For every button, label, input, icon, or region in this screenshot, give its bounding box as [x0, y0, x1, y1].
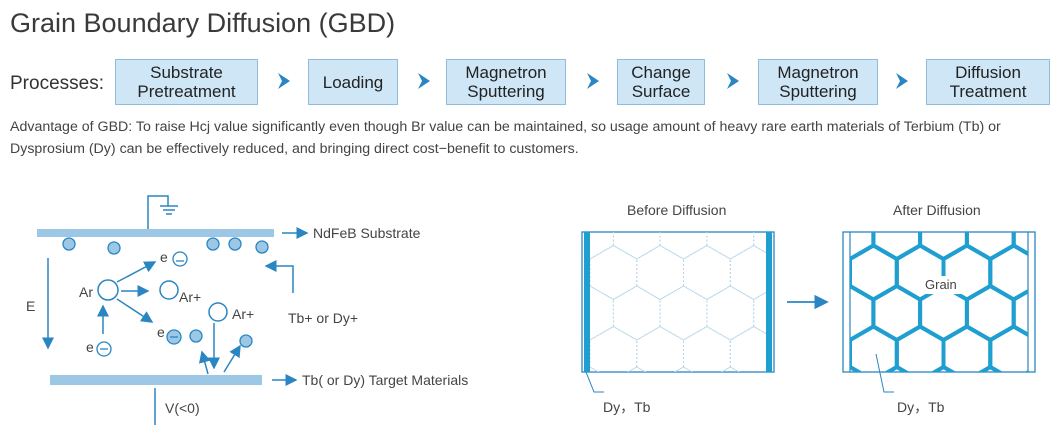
- svg-text:e: e: [157, 324, 165, 340]
- target-plate: [50, 375, 262, 385]
- processes-label: Processes:: [10, 73, 104, 94]
- grain-cell: [636, 244, 684, 301]
- step-loading: Loading: [308, 59, 398, 105]
- step-magnetron-sputtering-2: Magnetron Sputtering: [758, 59, 878, 105]
- grain-cell: [1037, 165, 1059, 219]
- chevron-right-icon: [418, 73, 430, 89]
- grain-cell: [520, 205, 567, 259]
- grain-cell: [780, 367, 827, 421]
- grain-cell: [590, 244, 638, 301]
- step-substrate-pretreatment: Substrate Pretreatment: [115, 59, 258, 105]
- grain-cell: [543, 165, 590, 219]
- svg-text:e: e: [86, 339, 94, 355]
- after-diffusion-panel: After Diffusion Grain Dy，Tb: [780, 165, 1059, 421]
- svg-text:Ar+: Ar+: [179, 289, 201, 305]
- grain-cell: [780, 286, 827, 340]
- grain-cell: [1037, 246, 1059, 300]
- svg-text:Ar+: Ar+: [232, 306, 254, 322]
- grain-cell: [990, 165, 1037, 219]
- field-label: E: [26, 298, 35, 314]
- target-label: Tb( or Dy) Target Materials: [302, 372, 468, 388]
- step-change-surface: Change Surface: [617, 59, 705, 105]
- grain-cell: [612, 232, 661, 260]
- grain-cell: [977, 364, 1003, 372]
- sputtering-diagram: NdFeB Substrate E Tb+ or Dy+ Ar e Ar+ e: [26, 195, 468, 425]
- grain-cell: [659, 285, 708, 341]
- before-diffusion-panel: Before Diffusion Dy，Tb: [520, 165, 824, 421]
- grain-cell: [720, 366, 740, 372]
- dy-tb-label-before: Dy，Tb: [603, 399, 651, 415]
- step-diffusion-treatment: Diffusion Treatment: [926, 59, 1050, 105]
- grain-cell: [777, 246, 824, 300]
- grain-cell: [850, 364, 863, 372]
- svg-text:Ar: Ar: [79, 284, 93, 300]
- page-title: Grain Boundary Diffusion (GBD): [10, 8, 396, 38]
- grain-cell: [753, 291, 766, 335]
- grain-label: Grain: [925, 277, 957, 292]
- advantage-text: Advantage of GBD: To raise Hcj value sig…: [10, 119, 1001, 157]
- dy-tb-label-after: Dy，Tb: [897, 399, 945, 415]
- step-magnetron-sputtering-1: Magnetron Sputtering: [446, 59, 566, 105]
- grain-cell: [850, 165, 897, 219]
- chevron-right-icon: [727, 73, 739, 89]
- substrate-plate: [37, 229, 274, 237]
- voltage-label: V(<0): [165, 400, 200, 416]
- chevron-right-icon: [896, 73, 908, 89]
- grain-cell: [683, 244, 731, 301]
- grain-cell: [803, 165, 850, 219]
- grain-cell: [659, 232, 708, 260]
- grain-cell: [673, 366, 694, 372]
- grain-cell: [729, 244, 766, 301]
- grain-cell: [612, 285, 661, 341]
- substrate-label: NdFeB Substrate: [313, 225, 421, 241]
- grain-cell: [777, 327, 824, 381]
- before-label: Before Diffusion: [627, 202, 726, 218]
- grain-cell: [1024, 369, 1028, 372]
- grain-cell: [754, 367, 801, 421]
- grain-cell: [780, 205, 827, 259]
- grain-cell: [730, 165, 777, 219]
- grain-cell: [777, 165, 824, 219]
- grain-cell: [706, 232, 755, 260]
- grain-cell: [706, 285, 755, 341]
- chevron-right-icon: [278, 73, 290, 89]
- ground-icon: [147, 195, 169, 231]
- after-label: After Diffusion: [893, 202, 981, 218]
- svg-text:e: e: [160, 249, 168, 265]
- grain-cell: [520, 286, 567, 340]
- ions-label: Tb+ or Dy+: [288, 310, 358, 326]
- chevron-right-icon: [587, 73, 599, 89]
- grain-cell: [988, 324, 1028, 372]
- grain-cell: [590, 258, 591, 287]
- grain-cell: [520, 367, 567, 421]
- grain-cell: [1011, 288, 1028, 338]
- grain-cell: [1037, 327, 1059, 381]
